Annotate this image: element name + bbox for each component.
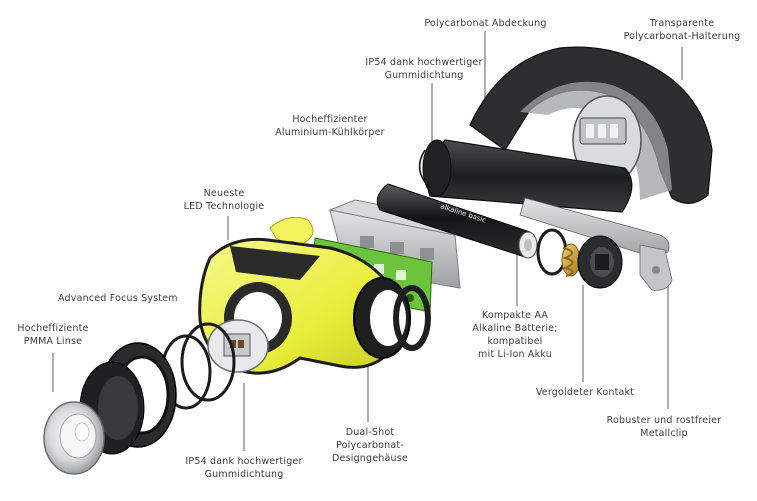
- label-polycarbonate-cover: Polycarbonat Abdeckung: [418, 17, 553, 30]
- label-line: IP54 dank hochwertiger: [365, 57, 483, 68]
- label-ip54-top: IP54 dank hochwertiger Gummidichtung: [355, 56, 493, 82]
- label-line: IP54 dank hochwertiger: [185, 456, 303, 467]
- label-pmma-lens: Hocheffiziente PMMA Linse: [8, 322, 98, 348]
- label-line: Metallclip: [640, 428, 688, 439]
- label-line: Polycarbonat-: [336, 440, 404, 451]
- label-line: Dual-Shot: [345, 427, 395, 438]
- label-line: kompatibel: [487, 336, 543, 347]
- transparent-holder: [469, 46, 713, 204]
- label-line: Advanced Focus System: [58, 293, 178, 304]
- aa-battery: alkaline basic: [376, 183, 538, 259]
- label-line: Designgehäuse: [332, 453, 408, 464]
- label-battery: Kompakte AA Alkaline Batterie; kompatibe…: [460, 309, 570, 361]
- label-line: Alkaline Batterie;: [472, 323, 558, 334]
- label-ip54-bottom: IP54 dank hochwertiger Gummidichtung: [175, 455, 313, 481]
- label-line: Vergoldeter Kontakt: [535, 387, 635, 398]
- label-led-technology: Neueste LED Technologie: [168, 187, 280, 213]
- label-heat-sink: Hocheffizienter Aluminium-Kühlkörper: [265, 113, 395, 139]
- label-housing: Dual-Shot Polycarbonat- Designgehäuse: [315, 426, 425, 465]
- label-focus-system: Advanced Focus System: [58, 292, 198, 305]
- label-line: mit Li-Ion Akku: [478, 349, 552, 360]
- label-line: Transparente: [649, 18, 715, 29]
- label-metal-clip: Robuster und rostfreier Metallclip: [588, 414, 740, 440]
- label-line: PMMA Linse: [23, 336, 83, 347]
- label-line: Neueste: [203, 188, 245, 199]
- label-line: Aluminium-Kühlkörper: [275, 127, 385, 138]
- pmma-lens: [43, 401, 105, 475]
- label-line: Robuster und rostfreier: [606, 415, 722, 426]
- label-gold-contact: Vergoldeter Kontakt: [525, 386, 645, 399]
- label-line: Polycarbonat Abdeckung: [424, 18, 547, 29]
- label-line: Hocheffizienter: [292, 114, 368, 125]
- label-line: LED Technologie: [183, 201, 265, 212]
- label-line: Gummidichtung: [204, 469, 284, 480]
- contact-o-ring: [536, 228, 568, 276]
- label-line: Gummidichtung: [384, 70, 464, 81]
- metal-clip: [519, 197, 673, 291]
- label-line: Hocheffiziente: [17, 323, 89, 334]
- label-transparent-holder: Transparente Polycarbonat-Halterung: [612, 17, 752, 43]
- gold-contact: [561, 235, 623, 289]
- label-line: Kompakte AA: [481, 310, 549, 321]
- label-line: Polycarbonat-Halterung: [623, 31, 741, 42]
- dual-shot-housing: [198, 237, 431, 375]
